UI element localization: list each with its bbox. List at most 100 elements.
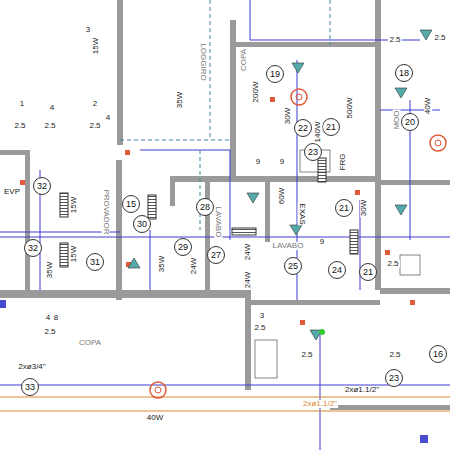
circuit-number: 15: [126, 200, 136, 209]
plan-label: 2.5: [386, 260, 399, 268]
plan-label: 140W: [314, 121, 322, 144]
plan-label: 2.5: [253, 324, 266, 332]
circuit-number: 32: [28, 244, 38, 253]
plan-label: 3: [259, 312, 265, 320]
circuit-number: 28: [200, 203, 210, 212]
plan-label: LAVABO: [214, 206, 222, 239]
plan-label: 9: [319, 238, 325, 246]
circuit-number: 23: [308, 148, 318, 157]
circuit-circle: 22: [294, 119, 312, 137]
plan-label: 2xø3/4": [17, 363, 46, 371]
circuit-number: 22: [298, 124, 308, 133]
circuit-circle: 23: [385, 369, 403, 387]
circuit-circle: 27: [207, 246, 225, 264]
plan-label: 200W: [252, 81, 260, 104]
circuit-circle: 31: [86, 253, 104, 271]
circuit-circle: 24: [328, 261, 346, 279]
circuit-circle: 25: [284, 257, 302, 275]
plan-label: 2.5: [43, 328, 56, 336]
plan-label: 24W: [244, 243, 252, 261]
plan-label: 2.5: [388, 351, 401, 359]
plan-label: 30W: [284, 107, 292, 125]
plan-label: LOGGIRO: [199, 42, 207, 81]
plan-label: 2.5: [300, 351, 313, 359]
plan-label: 1: [19, 100, 25, 108]
switches: [128, 30, 432, 340]
plan-label: FRG: [339, 153, 347, 172]
circuit-number: 32: [37, 182, 47, 191]
circuit-circle: 15: [122, 195, 140, 213]
plan-label: 30W: [360, 199, 368, 217]
plan-label: 3: [85, 26, 91, 34]
plan-label: 9: [255, 158, 261, 166]
plan-label: 15W: [92, 37, 100, 55]
circuit-number: 23: [389, 374, 399, 383]
circuit-number: 25: [288, 262, 298, 271]
circuit-number: 30: [137, 220, 147, 229]
plan-label: 2: [92, 100, 98, 108]
plan-label: 2.5: [88, 122, 101, 130]
circuit-number: 27: [211, 251, 221, 260]
circuit-circle: 18: [395, 64, 413, 82]
circuit-circle: 16: [429, 345, 447, 363]
circuit-number: 24: [332, 266, 342, 275]
plan-label: EVP: [3, 188, 21, 196]
plan-label: 15W: [70, 196, 78, 214]
plan-label: 9: [279, 158, 285, 166]
circuit-circle: 32: [24, 239, 42, 257]
circuit-number: 18: [399, 69, 409, 78]
circuit-circle: 32: [33, 177, 51, 195]
plan-label: 2.5: [13, 122, 26, 130]
circuit-circle: 23: [304, 143, 322, 161]
circuit-circle: 33: [21, 378, 39, 396]
circuit-circle: 30: [133, 215, 151, 233]
plan-label: 500W: [346, 97, 354, 120]
plan-label: COPA: [240, 48, 248, 72]
circuit-circle: 21: [359, 263, 377, 281]
light-fixtures: [60, 89, 446, 398]
circuit-circle: 28: [196, 198, 214, 216]
plan-label: 2.5: [388, 36, 401, 44]
plan-label: 2xø1.1/2": [302, 400, 338, 408]
plan-label: 4: [49, 104, 55, 112]
walls: [0, 0, 450, 410]
plan-label: EXAS: [298, 202, 306, 225]
plan-label: 2.5: [43, 122, 56, 130]
circuit-number: 20: [405, 118, 415, 127]
fixtures-outline: [255, 150, 420, 378]
plan-label: 35W: [46, 261, 54, 279]
circuit-number: 19: [270, 70, 280, 79]
circuit-circle: 21: [335, 199, 353, 217]
circuit-circle: 21: [322, 118, 340, 136]
plan-label: 15W: [70, 245, 78, 263]
plan-label: LAVABO: [272, 242, 305, 250]
plan-label: 8: [53, 314, 59, 322]
plan-label: 2xø1.1/2": [344, 386, 380, 394]
plan-label: 24W: [244, 271, 252, 289]
outlets: [20, 97, 415, 325]
plan-label: 35W: [176, 91, 184, 109]
circuit-number: 33: [25, 383, 35, 392]
plan-label: MOO: [393, 109, 401, 130]
plan-label: 4: [45, 314, 51, 322]
circuit-number: 29: [178, 243, 188, 252]
plan-label: 4: [105, 114, 111, 122]
circuit-number: 21: [339, 204, 349, 213]
plan-label: 24W: [190, 257, 198, 275]
circuit-number: 21: [326, 123, 336, 132]
circuit-number: 31: [90, 258, 100, 267]
circuit-number: 21: [363, 268, 373, 277]
plan-label: 40W: [146, 414, 164, 422]
circuit-circle: 29: [174, 238, 192, 256]
circuit-circle: 20: [401, 113, 419, 131]
plan-label: 2.5: [433, 34, 446, 42]
circuit-number: 16: [433, 350, 443, 359]
dashed-wiring: [120, 0, 330, 230]
plan-label: 60W: [278, 187, 286, 205]
circuit-circle: 19: [266, 65, 284, 83]
conduit: [0, 397, 450, 411]
panels: [0, 300, 428, 443]
plan-label: PROVADOR: [102, 188, 110, 235]
